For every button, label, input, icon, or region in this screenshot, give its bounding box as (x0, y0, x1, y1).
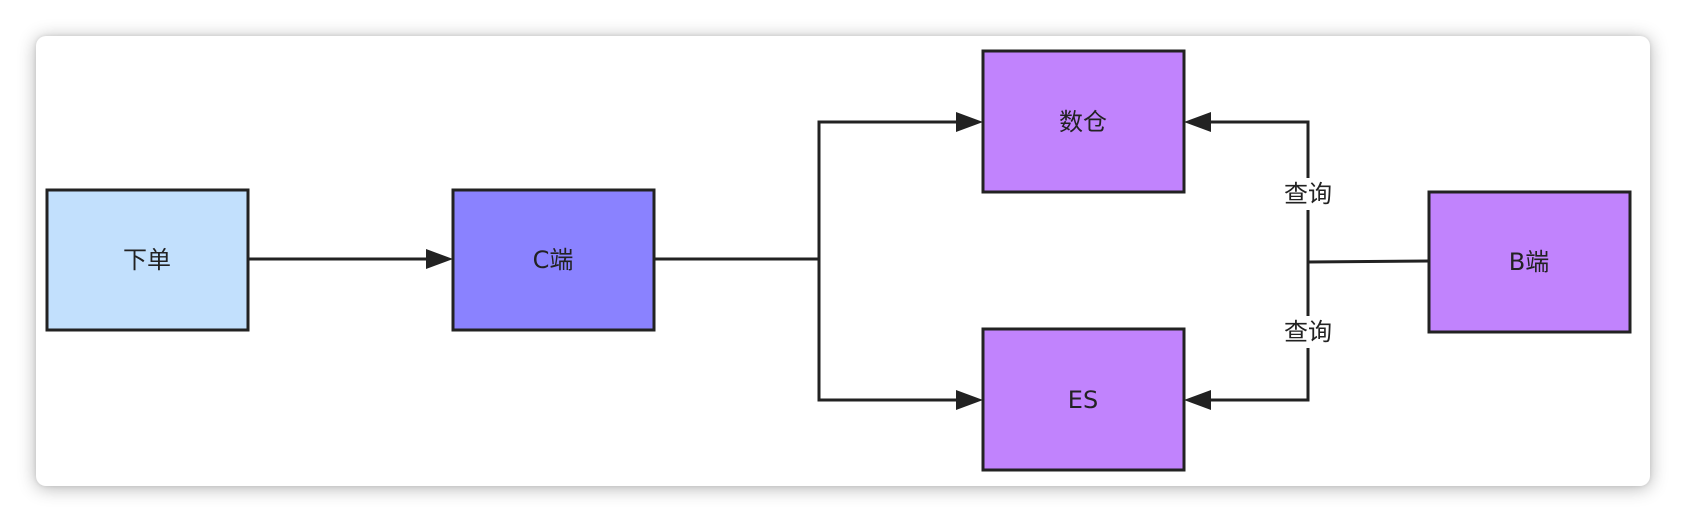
arrowhead-icon (1184, 112, 1211, 132)
edge-client-c-to-es-line (817, 259, 958, 402)
edge-client-b-to-es-line (1209, 262, 1310, 402)
node-client-b-label: B端 (1509, 248, 1549, 276)
edge-label-warehouse-query-text: 查询 (1284, 180, 1332, 208)
arrowhead-icon (956, 390, 983, 410)
node-order[interactable]: 下单 (45, 188, 250, 332)
node-client-b[interactable]: B端 (1427, 190, 1632, 334)
node-client-c[interactable]: C端 (451, 188, 656, 332)
edge-client-b-to-warehouse-line (1209, 120, 1310, 262)
edge-label-es-query: 查询 (1278, 316, 1338, 348)
node-client-c-label: C端 (533, 246, 574, 274)
node-client-c-box (451, 188, 656, 332)
node-data-warehouse-box (981, 49, 1186, 194)
node-es-label: ES (1068, 386, 1098, 414)
arrowhead-icon (1184, 390, 1211, 410)
edge-client-c-branch[interactable] (654, 112, 983, 410)
node-es-box (981, 327, 1186, 472)
edge-client-b-trunk (1307, 259, 1430, 264)
arrowhead-icon (956, 112, 983, 132)
node-order-label: 下单 (123, 246, 171, 274)
node-es[interactable]: ES (981, 327, 1186, 472)
edge-client-c-to-warehouse-line (817, 120, 958, 259)
edge-order-to-client-c[interactable] (248, 249, 453, 269)
node-order-box (45, 188, 250, 332)
edge-label-background (1278, 178, 1338, 210)
node-data-warehouse[interactable]: 数仓 (981, 49, 1186, 194)
edge-label-es-query-text: 查询 (1284, 318, 1332, 346)
edge-label-warehouse-query: 查询 (1278, 178, 1338, 210)
arrowhead-icon (426, 249, 453, 269)
edge-label-background (1278, 316, 1338, 348)
node-client-b-box (1427, 190, 1632, 334)
node-data-warehouse-label: 数仓 (1059, 108, 1107, 136)
edge-client-b-branch[interactable] (1184, 112, 1430, 410)
